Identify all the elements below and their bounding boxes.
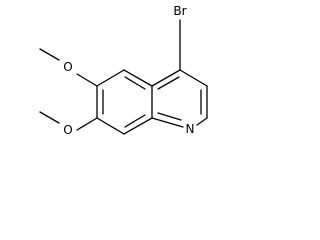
bond-o6-methyl [39,48,60,61]
bond-c4a-c5-inner [124,76,146,90]
bond-c4a-c5 [123,69,153,87]
atom-label-oxygen-7: O [63,123,72,137]
bond-c6-o6 [76,73,98,87]
bond-c8a-n1-inner [157,112,182,121]
bond-c8a-n1 [151,117,184,128]
bond-c7-o7 [76,117,98,131]
bond-c3-c4 [179,69,208,87]
atom-label-bromine: Br [173,4,186,18]
bond-c5-c6 [96,69,125,87]
bond-o7-methyl [39,111,60,124]
bond-c8-c8a-inner [124,114,146,128]
bond-c8-c8a [123,117,153,135]
atom-label-oxygen-6: O [63,60,72,74]
atom-label-nitrogen: N [186,122,195,136]
bond-c4-c4a-inner [157,76,180,90]
bond-c7-c8 [96,117,125,135]
bond-c4-c4a [151,69,181,87]
bond-n1-c2 [196,117,208,126]
chemical-structure-diagram: Br N O O [39,4,208,137]
